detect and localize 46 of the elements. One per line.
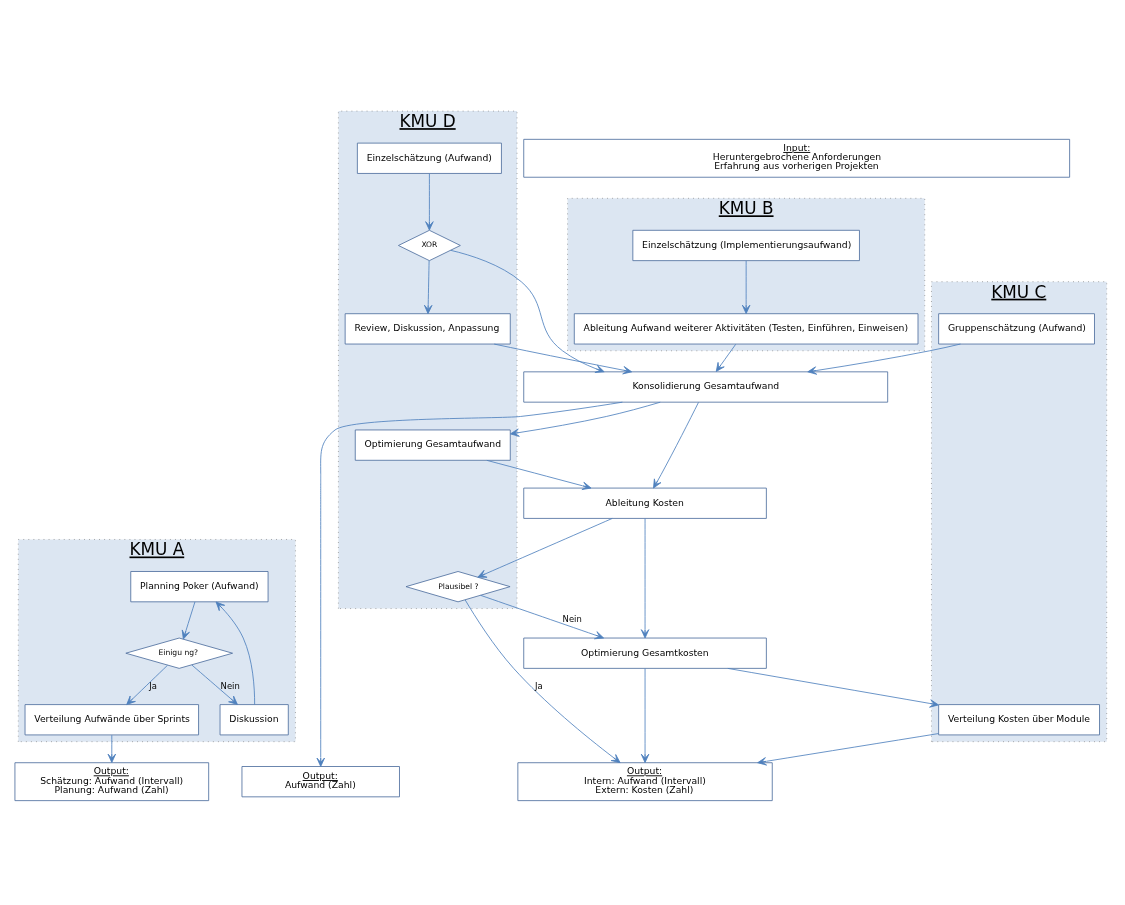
node-box: Einzelschätzung (Aufwand) (356, 142, 502, 174)
node-box: Optimierung Gesamtaufwand (354, 429, 511, 461)
arrow (181, 601, 196, 640)
arrow (640, 518, 650, 639)
node-box: Output: Intern: Aufwand (Intervall) Extern: Kosten (Zahl) (517, 762, 773, 802)
arrow (107, 734, 116, 763)
arrow (215, 601, 256, 705)
edge-label: Nein (562, 614, 582, 625)
arrow (191, 664, 238, 705)
node-box: Konsolidierung Gesamtaufwand (523, 371, 889, 403)
node-box: Input: Heruntergebrochene Anforderungen Erfahrung aus vorherigen Projekten (523, 138, 1071, 178)
arrow (425, 173, 434, 231)
arrow (727, 668, 939, 708)
edge-label: Ja (149, 680, 157, 691)
node-box: Ableitung Kosten (523, 487, 767, 519)
arrow (741, 260, 751, 314)
node-box: Verteilung Aufwände über Sprints (24, 704, 199, 736)
arrow (486, 459, 592, 490)
arrow (510, 401, 661, 437)
node-box: Ableitung Aufwand weiterer Aktivitäten (Testen, Einführen, Einweisen) (573, 313, 919, 345)
arrow (480, 594, 605, 640)
arrow (464, 599, 621, 764)
edge-label: Ja (535, 680, 543, 691)
arrow (640, 668, 650, 763)
arrow (423, 260, 433, 315)
node-box: Optimierung Gesamtkosten (523, 637, 767, 669)
arrow (653, 401, 699, 489)
node-box: Output: Schätzung: Aufwand (Intervall) Planung: Aufwand (Zahl) (14, 762, 210, 802)
arrow (807, 343, 961, 375)
node-diamond: Einigu ng? (125, 637, 233, 669)
arrow (477, 518, 613, 578)
arrow (450, 249, 605, 373)
arrow (493, 343, 633, 375)
node-box: Verteilung Kosten über Module (938, 704, 1100, 736)
node-box: Gruppenschätzung (Aufwand) (938, 313, 1095, 345)
arrow (715, 343, 737, 372)
arrow (757, 733, 940, 766)
arrow (316, 401, 623, 767)
node-diamond: XOR (398, 229, 461, 262)
node-box: Einzelschätzung (Implementierungsaufwand) (632, 229, 860, 262)
node-box: Diskussion (219, 704, 289, 736)
node-box: Review, Diskussion, Anpassung (344, 313, 511, 345)
node-box: Planning Poker (Aufwand) (130, 571, 269, 603)
edge-label: Nein (220, 680, 240, 691)
node-box: Output: Aufwand (Zahl) (241, 766, 400, 798)
arrow (126, 664, 168, 705)
